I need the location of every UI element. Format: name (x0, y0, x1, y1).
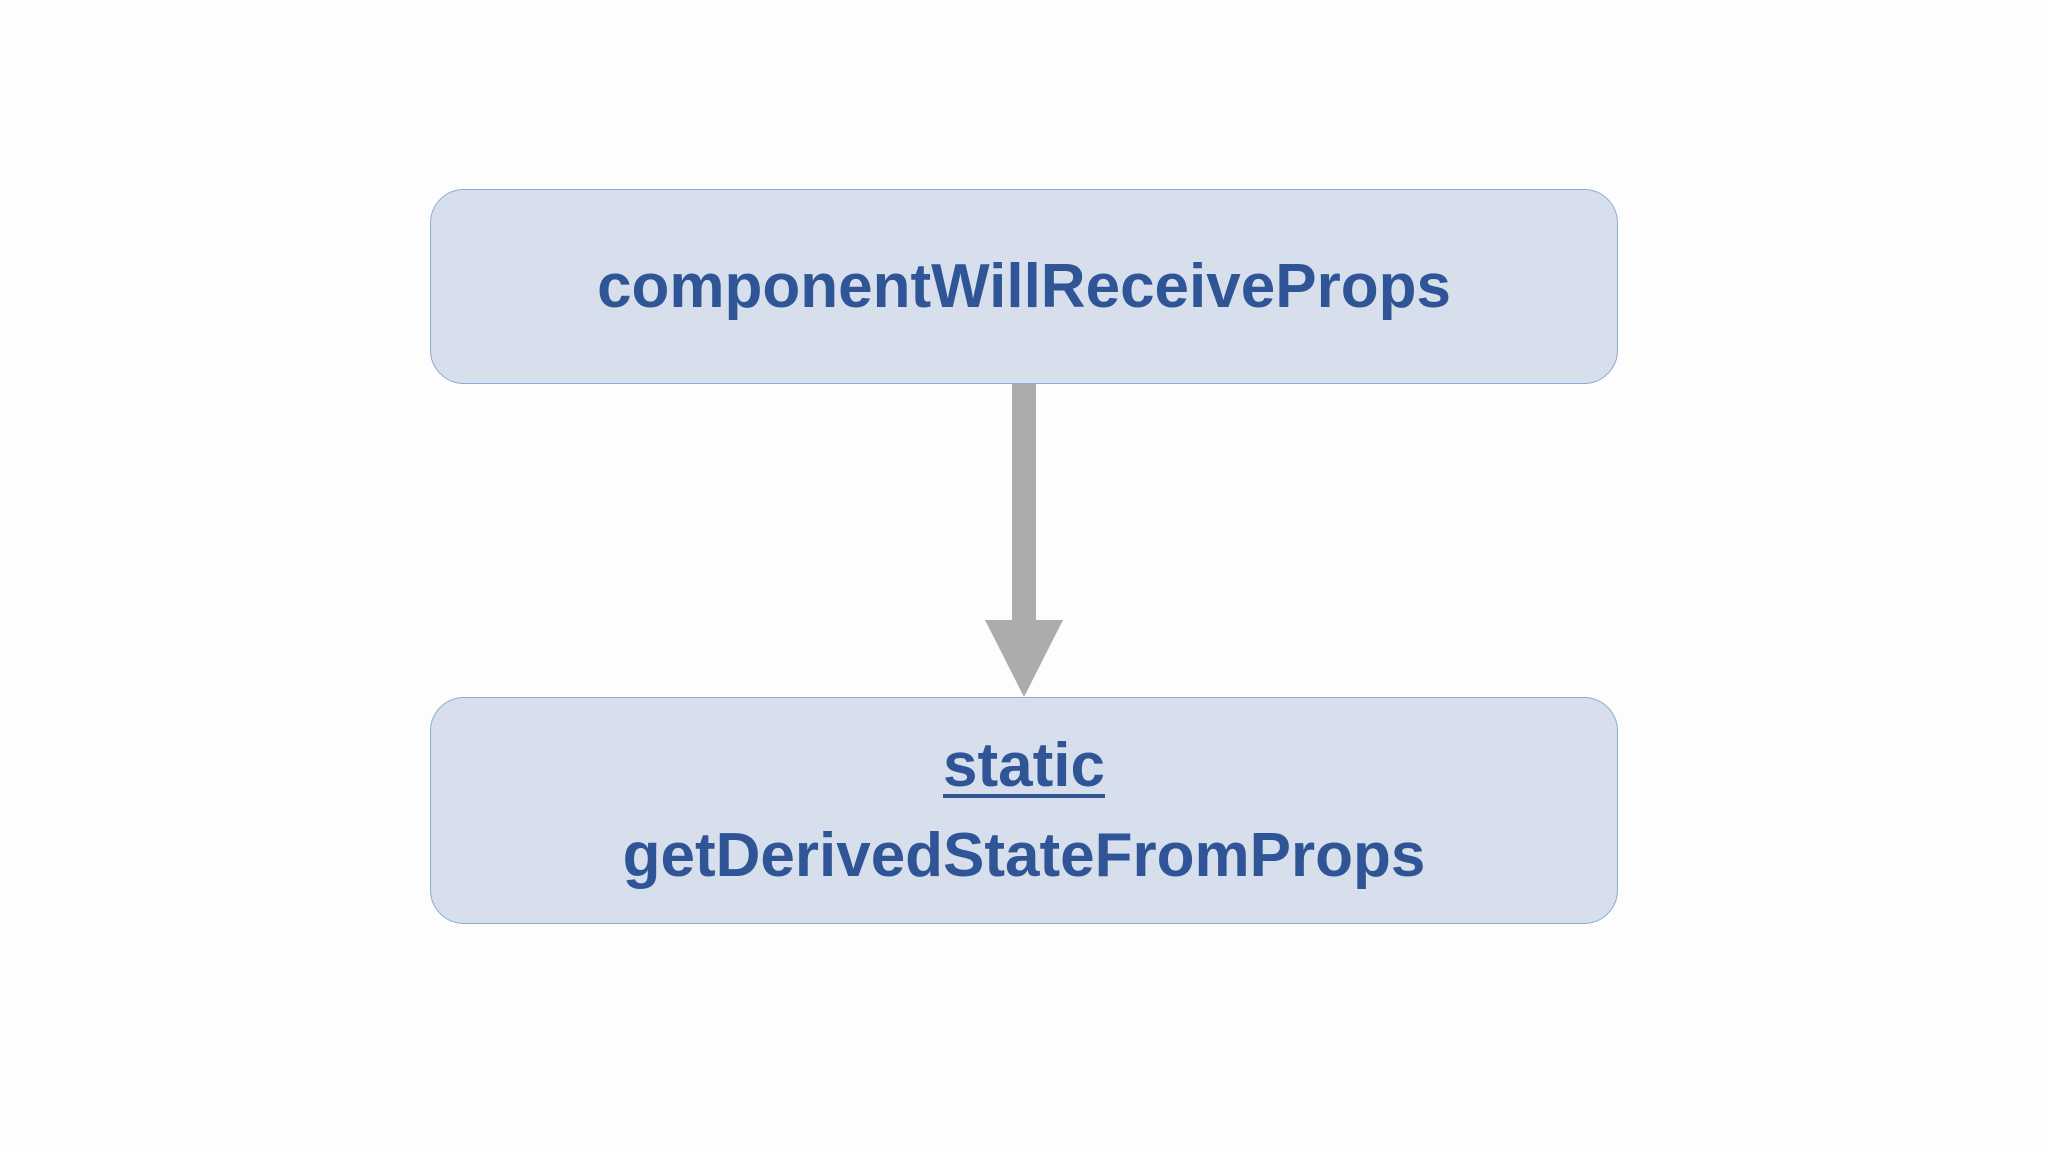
top-box-label: componentWillReceiveProps (597, 251, 1451, 321)
top-box: componentWillReceiveProps (430, 189, 1618, 384)
bottom-box: static getDerivedStateFromProps (430, 697, 1618, 924)
static-keyword: static (943, 730, 1105, 800)
method-name: getDerivedStateFromProps (622, 820, 1426, 890)
arrow-shaft (1012, 384, 1036, 622)
arrow-head (985, 620, 1063, 697)
